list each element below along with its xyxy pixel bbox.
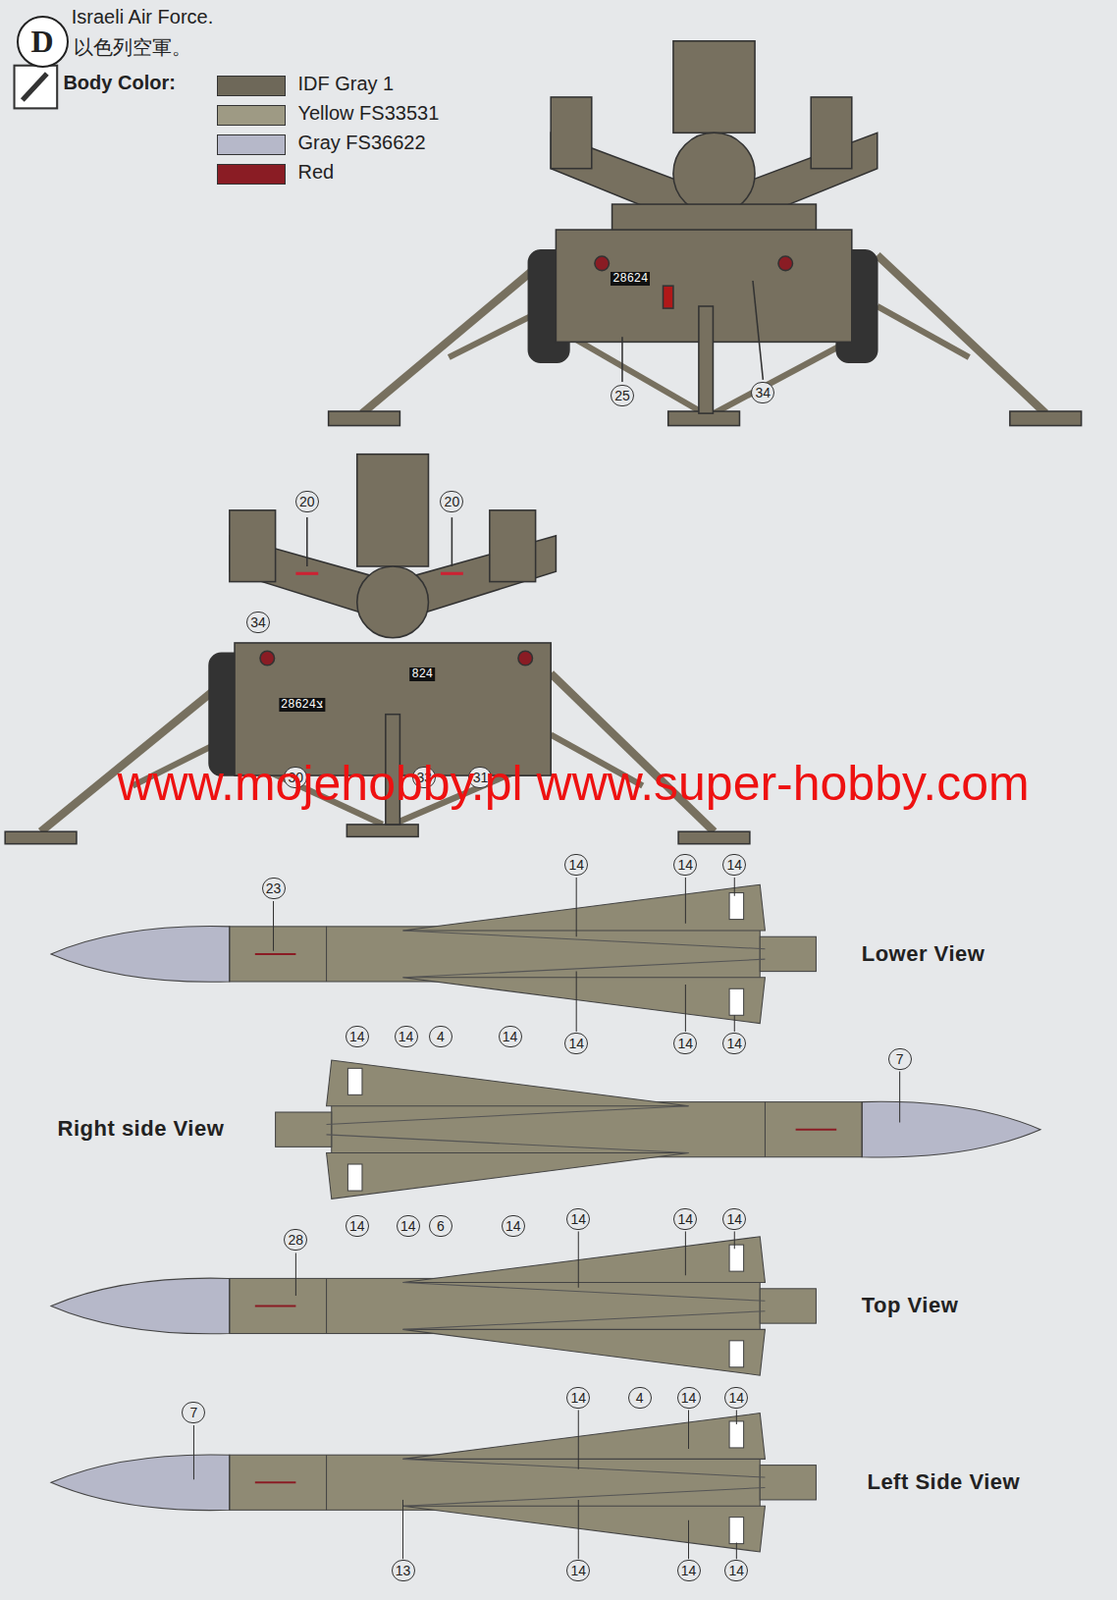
callout-number: 14 [722,853,746,876]
legend-text: Red [297,160,334,184]
color-swatch [216,75,286,97]
watermark: www.mojehobby.pl www.super-hobby.com [117,754,1030,812]
callout-number: 14 [396,1215,421,1237]
callout-number: 6 [428,1215,453,1237]
callout-number: 14 [722,1032,746,1055]
callout-number: 14 [564,1032,588,1055]
color-swatch [216,163,286,185]
callout-number: 28 [283,1228,308,1251]
callout-number: 13 [391,1559,416,1582]
view-label: Lower View [861,941,986,967]
callout-number: 14 [566,1386,590,1409]
callout-number: 20 [439,490,464,513]
callout-number: 14 [394,1025,419,1048]
color-swatch [216,105,286,126]
callout-number: 14 [722,1208,746,1230]
color-swatch [216,134,286,156]
callout-number: 14 [673,1208,697,1230]
callout-number: 14 [345,1025,370,1048]
callout-number: 14 [564,853,588,876]
subtitle: 以色列空軍。 [73,34,192,61]
badge-letter: D [31,23,54,60]
view-label: Top View [861,1292,959,1319]
callout-number: 14 [677,1386,701,1409]
callout-number: 25 [610,384,635,407]
view-label: Right side View [57,1116,225,1142]
callout-number: 14 [566,1208,590,1230]
callout-number: 34 [750,381,775,404]
plate-number: 824 [409,667,435,682]
callout-number: 7 [888,1048,912,1070]
callout-number: 14 [345,1215,370,1237]
callout-number: 14 [501,1215,526,1237]
legend-heading: Body Color: [62,71,175,95]
legend-text: IDF Gray 1 [297,72,394,96]
callout-number: 20 [295,490,320,513]
legend-text: Gray FS36622 [297,131,426,155]
view-label: Left Side View [866,1469,1020,1495]
plate-number: 28624 [610,271,650,286]
letter-badge: D [16,15,69,68]
callout-number: 4 [628,1386,652,1409]
plate-number: 28624צ [278,697,325,712]
callout-number: 23 [262,877,286,900]
callout-number: 14 [724,1559,748,1582]
callout-number: 34 [246,611,270,634]
callout-number: 14 [673,1032,697,1055]
callout-number: 14 [566,1559,590,1582]
callout-number: 14 [498,1025,523,1048]
title: Israeli Air Force. [71,5,213,29]
callout-number: 14 [677,1559,701,1582]
callout-number: 4 [428,1025,453,1048]
legend-text: Yellow FS33531 [297,102,439,125]
callout-number: 14 [673,853,697,876]
callout-number: 14 [724,1386,748,1409]
callout-number: 7 [181,1401,206,1424]
